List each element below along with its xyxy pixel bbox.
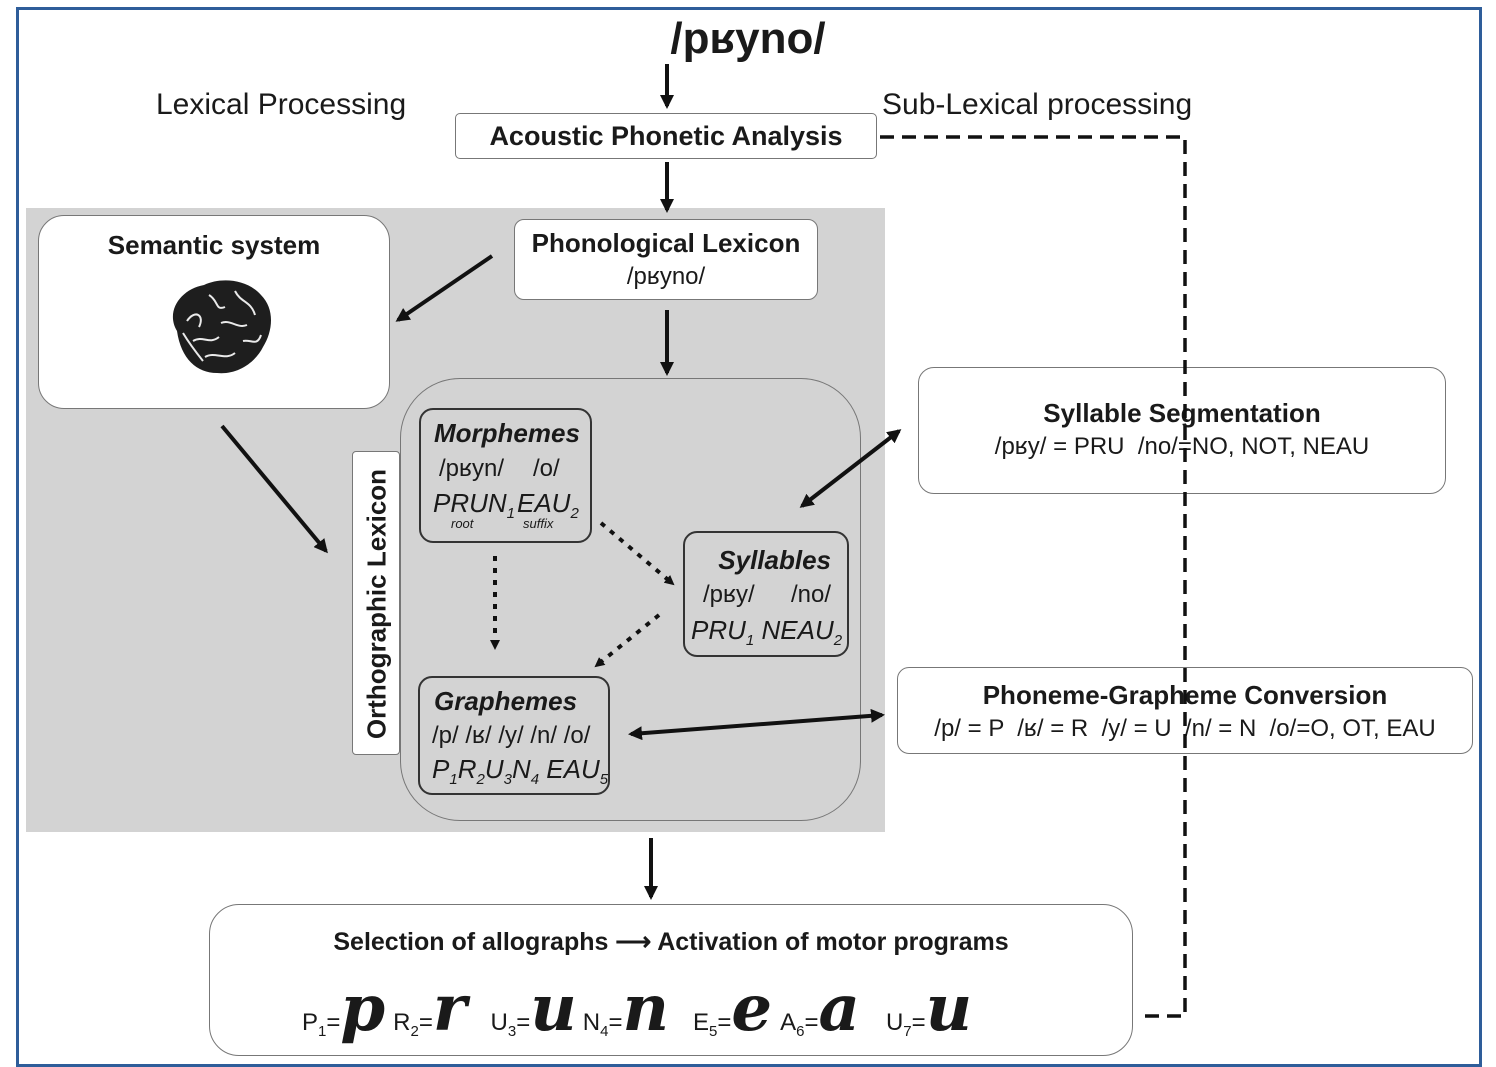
arrow-semantic-to-orthographic <box>220 424 328 554</box>
sublexical-processing-label: Sub-Lexical processing <box>882 88 1193 121</box>
grapheme-index: 1 <box>449 771 458 789</box>
allograph-index: 2 <box>410 1022 419 1040</box>
acoustic-phonetic-analysis-box: Acoustic Phonetic Analysis <box>455 113 877 159</box>
graphemes-title: Graphemes <box>434 686 578 716</box>
arrow-graphemes-conversion <box>628 708 885 741</box>
dotted-morphemes-to-syllables <box>599 521 675 586</box>
allograph-index: 5 <box>709 1022 718 1040</box>
semantic-system-title: Semantic system <box>107 230 321 260</box>
grapheme-letter: P <box>432 754 450 784</box>
morphemes-phon-root: /pʁyn/ <box>439 455 505 482</box>
morpheme-root-text: PRUN <box>433 488 507 518</box>
allograph-row: P1=p R2=r U3=u N4=n E5=e A6=a U7=u <box>302 971 972 1046</box>
allograph-index: 7 <box>903 1022 912 1040</box>
morpheme-root-index: 1 <box>506 505 516 523</box>
grapheme-letter: EAU <box>539 754 600 784</box>
root-note: root <box>451 516 474 531</box>
syllables-phon-1: /pʁy/ <box>703 581 755 608</box>
syllable-2-text: NEAU <box>761 615 834 645</box>
allograph-label: U7= <box>885 1009 926 1040</box>
dashed-sublexical-route <box>880 135 1187 1018</box>
allograph-letter: A <box>780 1009 797 1036</box>
allograph-label: A6= <box>780 1009 819 1040</box>
allograph-glyph: r <box>432 971 467 1046</box>
allograph-letter: U <box>490 1009 508 1036</box>
allograph-label: R2= <box>393 1009 433 1040</box>
phoneme-grapheme-conversion-value: /p/ = P /ʁ/ = R /y/ = U /n/ = N /o/=O, O… <box>934 715 1436 742</box>
allographs-box: Selection of allographs ⟶ Activation of … <box>209 904 1133 1056</box>
allograph-label: N4= <box>582 1009 623 1040</box>
grapheme-index: 3 <box>503 771 512 789</box>
orthographic-lexicon-tag: Orthographic Lexicon <box>352 451 400 755</box>
allograph-letter: N <box>582 1009 601 1036</box>
allograph-glyph: n <box>622 971 670 1046</box>
acoustic-phonetic-analysis-label: Acoustic Phonetic Analysis <box>489 121 843 151</box>
allograph-index: 3 <box>507 1022 517 1040</box>
grapheme-index: 2 <box>476 771 485 789</box>
morphemes-title: Morphemes <box>434 418 580 448</box>
syllable-1-text: PRU <box>691 615 746 645</box>
graphemes-phon: /p/ /ʁ/ /y/ /n/ /o/ <box>432 722 591 749</box>
semantic-system-box: Semantic system <box>38 215 390 409</box>
phonological-lexicon-value: /pʁyno/ <box>626 263 706 290</box>
arrow-syllables-segmentation <box>799 429 902 508</box>
graphemes-letters: P1R2U3N4 EAU5 <box>432 754 608 788</box>
syllables-title: Syllables <box>718 545 831 575</box>
allograph-letter: E <box>693 1009 710 1036</box>
morpheme-suffix-index: 2 <box>570 505 579 523</box>
allograph-glyph: a <box>818 971 860 1046</box>
allograph-label: U3= <box>490 1009 531 1040</box>
syllable-segmentation-title: Syllable Segmentation <box>1043 398 1321 428</box>
morphemes-box: Morphemes /pʁyn/ /o/ PRUN1 EAU2 root suf… <box>419 408 592 543</box>
allograph-index: 4 <box>600 1022 609 1040</box>
syllable-2-index: 2 <box>833 632 843 650</box>
phonological-lexicon-box: Phonological Lexicon /pʁyno/ <box>514 219 818 300</box>
allograph-letter: R <box>393 1009 411 1036</box>
allograph-index: 6 <box>796 1022 805 1040</box>
syllable-1-index: 1 <box>745 632 755 650</box>
arrow-phonological-to-semantic <box>395 254 494 322</box>
allographs-title: Selection of allographs ⟶ Activation of … <box>333 928 1009 956</box>
allograph-letter: U <box>885 1009 904 1036</box>
grapheme-letter: U <box>484 754 504 784</box>
lexical-processing-label: Lexical Processing <box>156 88 407 121</box>
allograph-glyph: e <box>731 971 773 1046</box>
allograph-glyph: u <box>925 971 973 1046</box>
grapheme-index: 5 <box>599 771 609 789</box>
grapheme-index: 4 <box>530 771 540 789</box>
syllables-phon-2: /no/ <box>791 581 832 608</box>
allograph-letter: P <box>302 1009 319 1036</box>
graphemes-box: Graphemes /p/ /ʁ/ /y/ /n/ /o/ P1R2U3N4 E… <box>418 676 610 795</box>
phonological-lexicon-title: Phonological Lexicon <box>531 228 801 258</box>
allograph-label: E5= <box>693 1009 732 1040</box>
syllables-graphemes: PRU1 NEAU2 <box>691 615 842 649</box>
grapheme-letter: N <box>511 754 531 784</box>
syllables-box: Syllables /pʁy/ /no/ PRU1 NEAU2 <box>683 531 849 657</box>
dotted-syllables-to-graphemes <box>594 613 661 668</box>
allograph-index: 1 <box>318 1022 327 1040</box>
morphemes-phon-suffix: /o/ <box>533 455 560 482</box>
allograph-glyph: u <box>530 971 577 1046</box>
brain-icon <box>172 280 271 374</box>
suffix-note: suffix <box>523 516 554 531</box>
allograph-glyph: p <box>340 971 386 1046</box>
input-word: /pʁyno/ <box>670 14 826 63</box>
morpheme-suffix-text: EAU <box>517 488 571 518</box>
morphemes-grapheme-suffix: EAU2 <box>517 488 579 522</box>
allograph-label: P1= <box>302 1009 341 1040</box>
grapheme-letter: R <box>457 754 477 784</box>
morphemes-grapheme-root: PRUN1 <box>433 488 515 522</box>
